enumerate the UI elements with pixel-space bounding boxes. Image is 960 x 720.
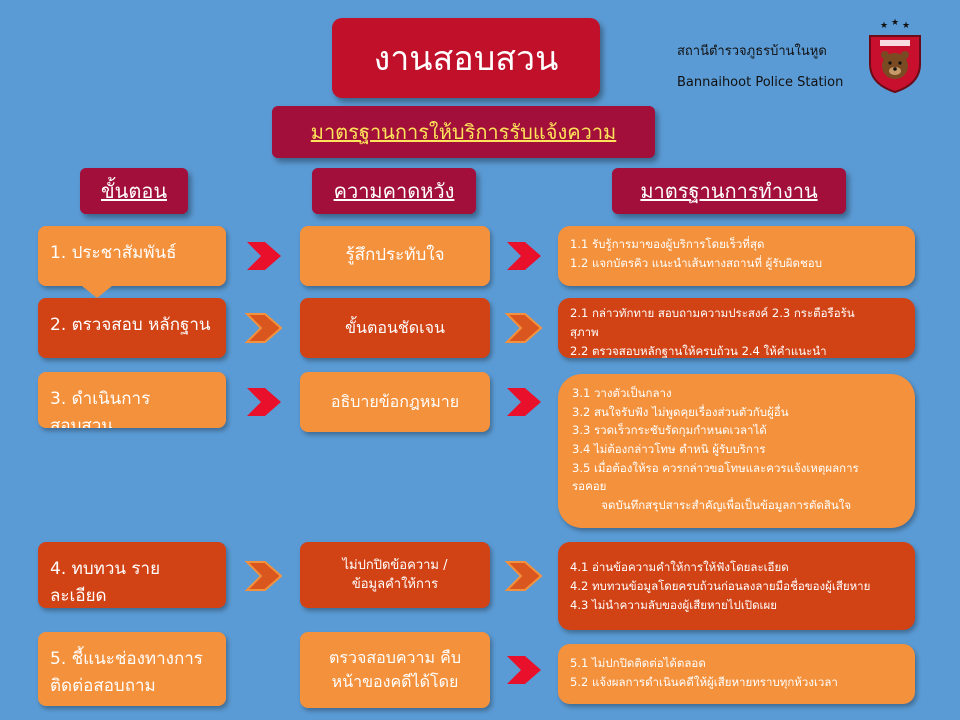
step-label: 1. ประชาสัมพันธ์ xyxy=(50,243,177,263)
standard-item: 3.1 วางตัวเป็นกลาง xyxy=(572,386,672,400)
subtitle-banner: มาตรฐานการให้บริการรับแจ้งความ xyxy=(272,106,655,158)
expectation-1-box: รู้สึกประทับใจ xyxy=(300,226,490,286)
expectation-5-box: ตรวจสอบความ คืบหน้าของคดีได้โดย xyxy=(300,632,490,708)
standard-item: รอคอย xyxy=(572,479,607,494)
standard-item: 2.2 ตรวจสอบหลักฐานให้ครบถ้วน 2.4 ให้คำแน… xyxy=(570,343,827,358)
station-name-th: สถานีตำรวจภูธรบ้านในหูด xyxy=(677,44,827,59)
standard-item: 4.2 ทบทวนข้อมูลโดยครบถ้วนก่อนลงลายมือชื่… xyxy=(570,578,871,593)
police-badge-bear-icon: ★ ★ ★ xyxy=(869,18,921,94)
chevron-right-icon xyxy=(245,561,283,591)
expectation-4-box: ไม่ปกปิดข้อความ / ข้อมูลคำให้การ xyxy=(300,542,490,608)
chevron-right-icon xyxy=(507,656,541,684)
chevron-right-icon xyxy=(247,388,281,416)
step-5-box: 5. ชี้แนะช่องทางการ ติดต่อสอบถาม xyxy=(38,632,226,706)
step-4-box: 4. ทบทวน รายละเอียด xyxy=(38,542,226,608)
expectation-label: ขั้นตอนชัดเจน xyxy=(345,318,445,337)
standard-4-box: 4.1 อ่านข้อความคำให้การให้ฟังโดยละเอียด … xyxy=(558,542,915,630)
expectation-3-box: อธิบายข้อกฎหมาย xyxy=(300,372,490,432)
svg-text:★: ★ xyxy=(902,21,910,31)
callout-tail xyxy=(82,286,112,298)
standard-3-box: 3.1 วางตัวเป็นกลาง 3.2 สนใจรับฟัง ไม่พูด… xyxy=(558,374,915,528)
expectation-label: อธิบายข้อกฎหมาย xyxy=(330,392,460,411)
svg-text:★: ★ xyxy=(880,21,888,31)
standard-item: 3.5 เมื่อต้องให้รอ ควรกล่าวขอโทษและควรแจ… xyxy=(572,460,859,475)
chevron-right-icon xyxy=(245,313,283,343)
expectation-2-box: ขั้นตอนชัดเจน xyxy=(300,298,490,358)
step-1-box: 1. ประชาสัมพันธ์ xyxy=(38,226,226,286)
expectation-label: รู้สึกประทับใจ xyxy=(345,245,445,266)
standard-item: 1.2 แจกบัตรคิว แนะนำเส้นทางสถานที่ ผู้รั… xyxy=(570,255,823,270)
chevron-right-icon xyxy=(505,561,543,591)
expectation-label: ไม่ปกปิดข้อความ / ข้อมูลคำให้การ xyxy=(342,557,448,593)
header-steps: ขั้นตอน xyxy=(80,168,188,214)
chevron-right-icon xyxy=(507,388,541,416)
step-label: 2. ตรวจสอบ หลักฐาน xyxy=(50,315,211,335)
step-2-box: 2. ตรวจสอบ หลักฐาน xyxy=(38,298,226,358)
standard-item: 3.4 ไม่ต้องกล่าวโทษ ตำหนิ ผู้รับบริการ xyxy=(572,441,766,456)
step-label: 4. ทบทวน รายละเอียด xyxy=(50,559,161,607)
standard-item: 4.3 ไม่นำความลับของผู้เสียหายไปเปิดเผย xyxy=(570,597,777,612)
standard-2-box: 2.1 กล่าวทักทาย สอบถามความประสงค์ 2.3 กร… xyxy=(558,298,915,358)
step-3-box: 3. ดำเนินการ สอบสวน xyxy=(38,372,226,428)
header-standard: มาตรฐานการทำงาน xyxy=(612,168,846,214)
expectation-label: ตรวจสอบความ คืบหน้าของคดีได้โดย xyxy=(328,648,462,691)
standard-5-box: 5.1 ไม่ปกปิดติดต่อได้ตลอด 5.2 แจ้งผลการด… xyxy=(558,644,915,704)
standard-item: 4.1 อ่านข้อความคำให้การให้ฟังโดยละเอียด xyxy=(570,560,789,574)
chevron-right-icon xyxy=(247,242,281,270)
step-label: 3. ดำเนินการ สอบสวน xyxy=(50,389,151,428)
step-label: 5. ชี้แนะช่องทางการ ติดต่อสอบถาม xyxy=(50,649,203,697)
standard-item: 3.3 รวดเร็วกระชับรัดกุมกำหนดเวลาได้ xyxy=(572,423,767,438)
svg-text:★: ★ xyxy=(891,18,899,28)
standard-item: 1.1 รับรู้การมาของผู้บริการโดยเร็วที่สุด xyxy=(570,237,765,251)
standard-item: 3.2 สนใจรับฟัง ไม่พูดคุยเรื่องส่วนตัวกับ… xyxy=(572,404,789,419)
page-title: งานสอบสวน xyxy=(332,18,600,98)
standard-item: สุภาพ xyxy=(570,324,599,339)
standard-item: 5.2 แจ้งผลการดำเนินคดีให้ผู้เสียหายทราบท… xyxy=(570,674,838,689)
chevron-right-icon xyxy=(505,313,543,343)
standard-item: 5.1 ไม่ปกปิดติดต่อได้ตลอด xyxy=(570,656,706,670)
station-name-en: Bannaihoot Police Station xyxy=(677,75,844,90)
standard-item: 2.1 กล่าวทักทาย สอบถามความประสงค์ 2.3 กร… xyxy=(570,306,855,320)
standard-1-box: 1.1 รับรู้การมาของผู้บริการโดยเร็วที่สุด… xyxy=(558,226,915,286)
standard-item: จดบันทึกสรุปสาระสำคัญเพื่อเป็นข้อมูลการต… xyxy=(572,497,852,512)
chevron-right-icon xyxy=(507,242,541,270)
header-expectation: ความคาดหวัง xyxy=(312,168,476,214)
